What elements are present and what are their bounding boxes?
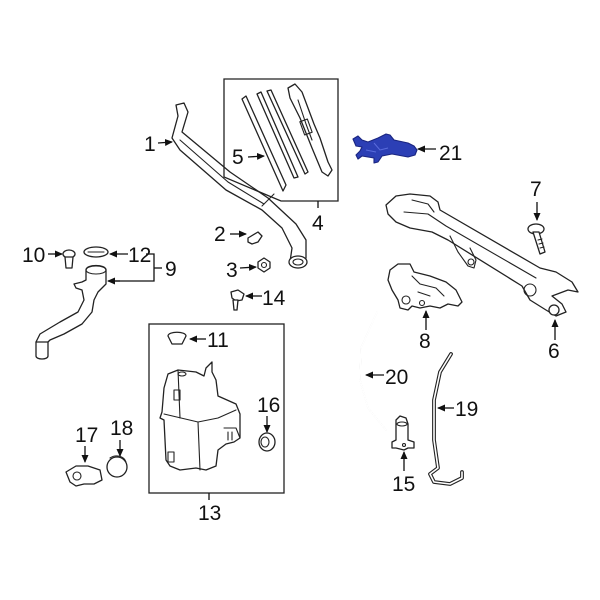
part-8-wiper-motor[interactable] [387, 263, 463, 311]
part-7-bolt[interactable] [527, 223, 546, 255]
callout-label-14: 14 [262, 287, 286, 310]
part-3-nut[interactable] [257, 257, 271, 273]
part-20-washer-hose[interactable] [359, 311, 387, 431]
part-17-level-sensor[interactable] [65, 465, 103, 487]
callout-19[interactable]: 19 [437, 398, 478, 421]
part-2-arm-cap[interactable] [247, 231, 263, 245]
callout-8[interactable]: 8 [419, 310, 431, 353]
callout-label-3: 3 [226, 259, 238, 282]
part-16-grommet[interactable] [258, 432, 276, 452]
callout-label-13: 13 [198, 502, 221, 525]
callout-label-15: 15 [392, 473, 415, 496]
callout-5[interactable]: 5 [232, 146, 265, 169]
part-14-screw[interactable] [230, 289, 245, 311]
callout-17[interactable]: 17 [75, 424, 98, 463]
callout-18[interactable]: 18 [110, 417, 133, 457]
part-19-washer-hose[interactable] [428, 352, 464, 486]
callout-label-2: 2 [214, 223, 226, 246]
callout-label-20: 20 [385, 366, 408, 389]
callout-label-12: 12 [128, 244, 151, 267]
callout-3[interactable]: 3 [226, 259, 257, 282]
callout-label-9: 9 [165, 258, 177, 281]
callout-16[interactable]: 16 [257, 394, 280, 433]
callout-9-bracket[interactable]: 9 [107, 253, 177, 285]
callout-2[interactable]: 2 [214, 223, 247, 246]
part-11-cap[interactable] [167, 331, 187, 345]
part-21-highlighted-pivot[interactable] [352, 133, 418, 164]
callout-label-5: 5 [232, 146, 244, 169]
callout-label-6: 6 [548, 340, 560, 363]
callout-12[interactable]: 12 [109, 244, 151, 267]
blade-group-box [223, 78, 339, 208]
callout-21[interactable]: 21 [417, 142, 462, 165]
callout-label-16: 16 [257, 394, 280, 417]
part-13-washer-reservoir[interactable] [159, 361, 241, 471]
callout-label-7: 7 [530, 178, 542, 201]
part-9-washer-nozzle-hose[interactable] [35, 264, 107, 360]
part-5-blade-insert[interactable] [241, 89, 309, 192]
callout-4[interactable]: 4 [312, 212, 324, 235]
part-15-washer-pump[interactable] [391, 415, 415, 451]
callout-label-10: 10 [22, 244, 45, 267]
part-4-wiper-blade[interactable] [287, 83, 333, 177]
callout-7[interactable]: 7 [530, 178, 542, 221]
callout-label-11: 11 [207, 329, 229, 352]
callout-label-1: 1 [144, 133, 156, 156]
part-10-clip[interactable] [62, 249, 76, 269]
callout-label-17: 17 [75, 424, 98, 447]
part-1-wiper-arm[interactable] [171, 102, 308, 269]
callout-11[interactable]: 11 [189, 329, 229, 352]
callout-label-8: 8 [419, 330, 431, 353]
part-12-seal[interactable] [83, 246, 109, 258]
callout-6[interactable]: 6 [548, 319, 560, 363]
part-18-seal[interactable] [106, 455, 128, 478]
callout-label-21: 21 [439, 142, 462, 165]
callout-15[interactable]: 15 [392, 451, 415, 496]
part-6-wiper-linkage[interactable] [385, 193, 579, 317]
callout-label-18: 18 [110, 417, 133, 440]
reservoir-group-box: 13 [148, 323, 285, 525]
callout-10[interactable]: 10 [22, 244, 63, 267]
callout-20[interactable]: 20 [365, 366, 408, 389]
callout-label-4: 4 [312, 212, 324, 235]
callout-1[interactable]: 1 [144, 133, 173, 156]
callout-14[interactable]: 14 [245, 287, 286, 310]
callout-label-19: 19 [455, 398, 478, 421]
